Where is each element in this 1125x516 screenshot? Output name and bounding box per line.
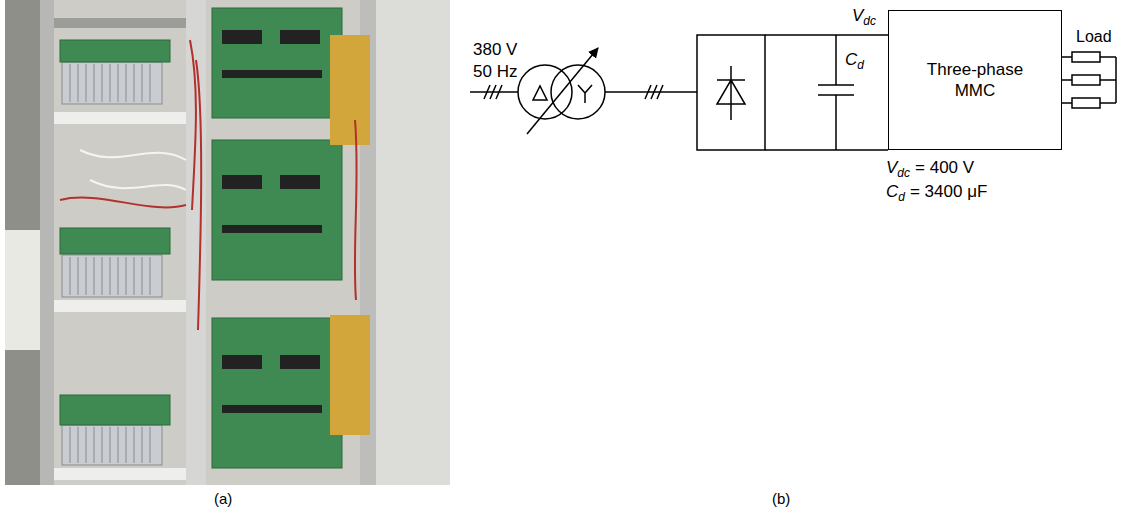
side-shadow [5, 0, 40, 485]
wye-symbol [578, 85, 592, 103]
annotation: C [886, 182, 898, 202]
box-label: Three-phase MMC [925, 59, 1025, 102]
side-panel [5, 230, 40, 350]
transformer-winding [518, 65, 572, 119]
symbol-part: = 400 V [915, 158, 974, 178]
annotation: (a) [214, 490, 232, 507]
annotation: V [886, 158, 897, 178]
annotation: (b) [772, 490, 790, 507]
delta-symbol [533, 86, 547, 100]
annotation: V [852, 6, 863, 26]
rack-post [186, 0, 206, 485]
three-phase-mark [645, 85, 663, 99]
dc-bus [765, 35, 888, 150]
annotation: 50 Hz [473, 62, 517, 82]
rack-post [40, 0, 54, 485]
shelf [54, 300, 186, 312]
variable-arrow [527, 48, 598, 134]
hardware-photo [5, 0, 450, 485]
symbol-part: d [857, 59, 864, 73]
wall [376, 0, 450, 485]
photo-background [5, 0, 450, 485]
star-point-wire [1100, 57, 1116, 103]
symbol-part: dc [863, 15, 876, 29]
resistor-symbol [1072, 52, 1100, 62]
three-phase-mark [484, 85, 502, 99]
shelf [54, 18, 186, 28]
converter-box: Three-phase MMC [888, 10, 1062, 150]
load-wires [1062, 57, 1072, 103]
yellow-panels [330, 35, 370, 435]
wires [60, 40, 357, 330]
annotation: 380 V [473, 40, 517, 60]
annotation: Load [1076, 28, 1112, 46]
symbol-part: = 3400 μF [910, 182, 987, 202]
board-chips [222, 30, 322, 413]
output-wire [605, 91, 697, 93]
resistor-symbol [1072, 75, 1100, 85]
shelf [54, 112, 186, 124]
resistor-symbol [1072, 98, 1100, 108]
shelf [54, 468, 186, 480]
annotation: C [845, 50, 857, 70]
symbol-part: dc [897, 167, 910, 181]
rectifier-box [697, 35, 765, 150]
diode-symbol [717, 66, 745, 120]
symbol-part: d [898, 191, 905, 205]
white-cables [80, 150, 186, 190]
circuit-boards [60, 8, 342, 468]
